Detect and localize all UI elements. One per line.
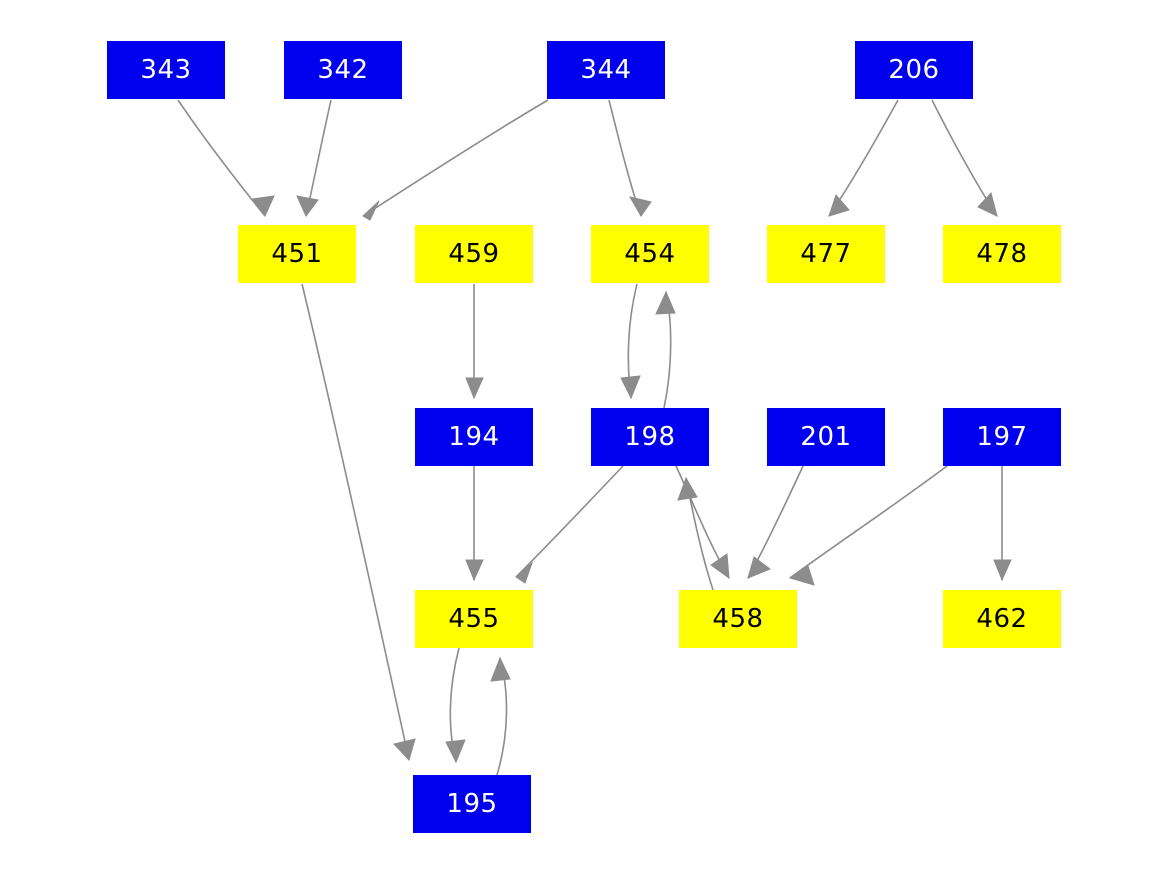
arrowhead-icon: [993, 559, 1012, 582]
edge-454-to-198: [620, 283, 641, 400]
graph-node-454[interactable]: 454: [591, 225, 709, 283]
edge-344-to-454: [608, 99, 652, 217]
edge-line: [301, 283, 410, 761]
graph-node-195[interactable]: 195: [413, 775, 531, 833]
graph-node-label: 458: [712, 604, 764, 634]
edge-343-to-451: [177, 99, 275, 217]
graph-node-label: 451: [271, 239, 323, 269]
arrowhead-icon: [828, 194, 850, 217]
arrowhead-icon: [677, 476, 698, 501]
graph-node-label: 195: [446, 789, 498, 819]
graph-node-344[interactable]: 344: [547, 41, 665, 99]
graph-node-label: 462: [976, 604, 1028, 634]
arrowhead-icon: [655, 290, 676, 315]
edge-455-to-195: [445, 647, 466, 764]
arrowhead-icon: [465, 377, 484, 400]
edge-198-to-455: [515, 465, 624, 584]
graph-node-label: 344: [580, 55, 632, 85]
edge-459-to-194: [465, 284, 484, 400]
graph-node-459[interactable]: 459: [415, 225, 533, 283]
edge-197-to-462: [993, 466, 1012, 582]
graph-node-label: 198: [624, 422, 676, 452]
arrowhead-icon: [620, 375, 641, 400]
graph-node-label: 342: [317, 55, 369, 85]
graph-node-label: 197: [976, 422, 1028, 452]
graph-node-451[interactable]: 451: [238, 225, 356, 283]
arrowhead-icon: [251, 195, 275, 217]
graph-node-label: 206: [888, 55, 940, 85]
arrowhead-icon: [788, 565, 815, 586]
edge-198-to-458: [675, 465, 730, 580]
graph-node-343[interactable]: 343: [107, 41, 225, 99]
edge-line: [362, 99, 549, 217]
edge-197-to-458: [788, 465, 948, 586]
edge-458-to-198: [677, 476, 714, 591]
graph-node-label: 478: [976, 239, 1028, 269]
edge-206-to-477: [828, 99, 899, 217]
graph-node-477[interactable]: 477: [767, 225, 885, 283]
graph-node-201[interactable]: 201: [767, 408, 885, 466]
edge-201-to-458: [747, 465, 804, 579]
graph-node-206[interactable]: 206: [855, 41, 973, 99]
edge-344-to-451: [362, 99, 549, 221]
arrowhead-icon: [977, 191, 998, 217]
arrowhead-icon: [445, 739, 466, 764]
graph-node-197[interactable]: 197: [943, 408, 1061, 466]
graph-node-label: 194: [448, 422, 500, 452]
arrowhead-icon: [710, 553, 730, 580]
edge-195-to-455: [490, 656, 511, 776]
graph-node-label: 201: [800, 422, 852, 452]
graph-node-478[interactable]: 478: [943, 225, 1061, 283]
edge-line: [515, 465, 624, 578]
graph-node-194[interactable]: 194: [415, 408, 533, 466]
graph-node-label: 459: [448, 239, 500, 269]
arrowhead-icon: [296, 195, 319, 217]
edge-194-to-455: [465, 466, 484, 582]
edge-line: [789, 465, 948, 579]
graph-node-462[interactable]: 462: [943, 590, 1061, 648]
graph-node-198[interactable]: 198: [591, 408, 709, 466]
graph-node-458[interactable]: 458: [679, 590, 797, 648]
arrowhead-icon: [515, 561, 534, 584]
graph-node-label: 454: [624, 239, 676, 269]
arrowhead-icon: [362, 200, 380, 221]
edge-451-to-195: [301, 283, 416, 761]
graph-node-342[interactable]: 342: [284, 41, 402, 99]
arrowhead-icon: [628, 196, 652, 217]
arrowhead-icon: [393, 738, 416, 761]
graph-node-label: 343: [140, 55, 192, 85]
edge-342-to-451: [296, 99, 332, 217]
graph-node-label: 455: [448, 604, 500, 634]
graph-node-label: 477: [800, 239, 852, 269]
edge-198-to-454: [655, 290, 676, 409]
arrowhead-icon: [490, 656, 511, 682]
arrowhead-icon: [747, 556, 772, 579]
edge-206-to-478: [931, 99, 998, 217]
graph-node-455[interactable]: 455: [415, 590, 533, 648]
arrowhead-icon: [465, 559, 484, 582]
